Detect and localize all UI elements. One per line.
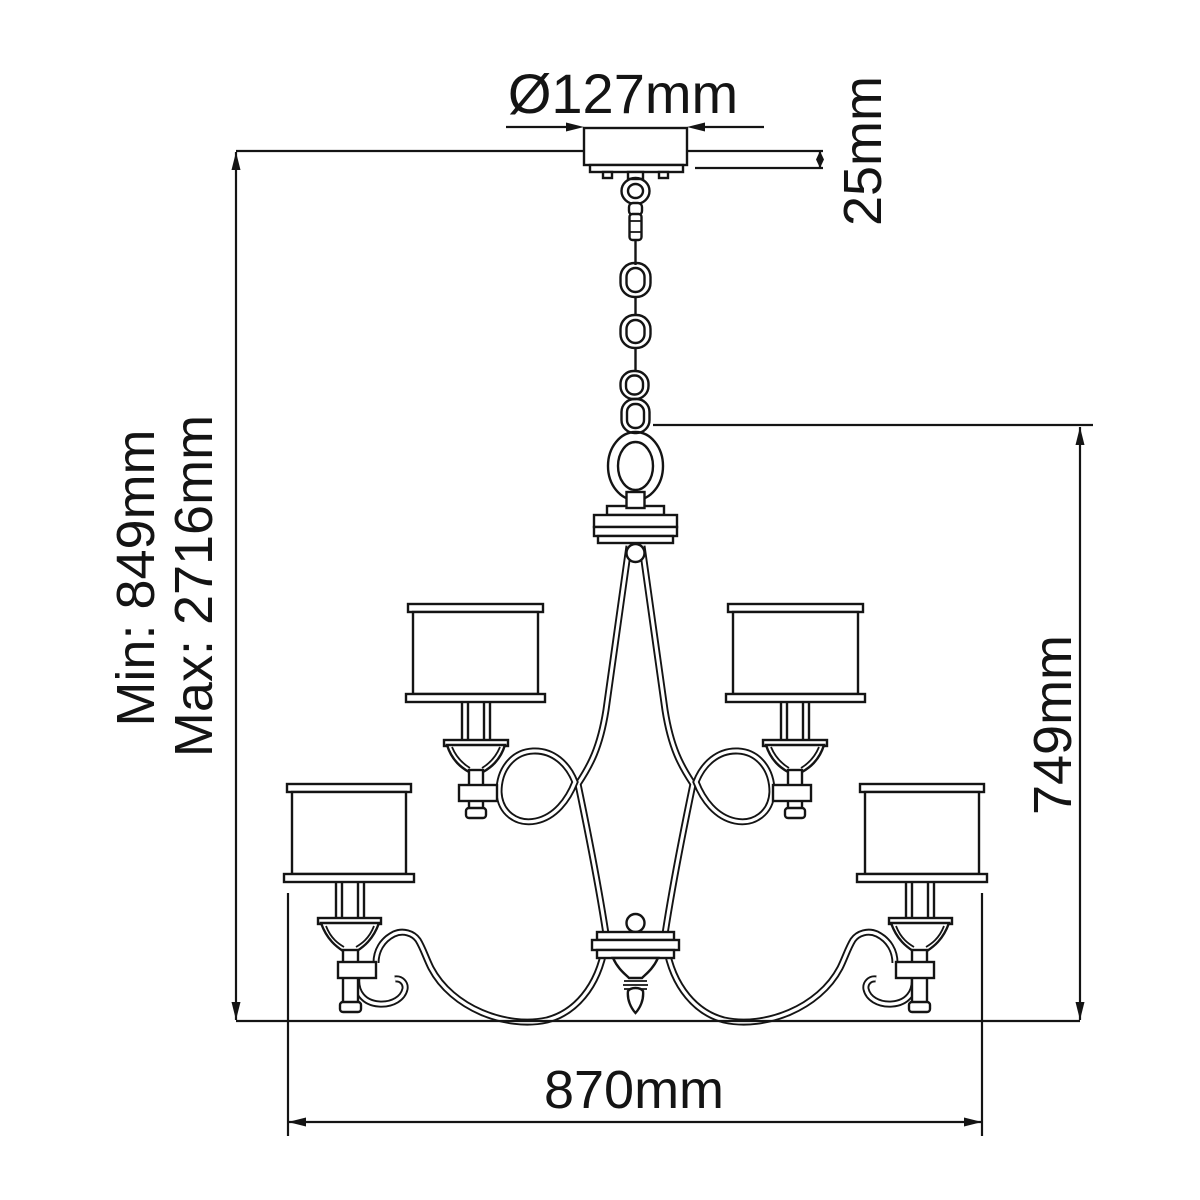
finial-neck bbox=[611, 956, 660, 980]
suspension bbox=[582, 126, 689, 510]
canopy-depth-dimension: 25mm bbox=[816, 76, 893, 226]
shade-top-rim bbox=[726, 602, 865, 614]
candle-trumpet bbox=[764, 743, 826, 774]
shade-bottom-rim bbox=[724, 692, 867, 704]
arrowhead-up-icon bbox=[1075, 427, 1085, 445]
arrowhead-up-icon bbox=[816, 151, 824, 160]
arrowhead-left-icon bbox=[288, 1117, 306, 1127]
shade-bottom-rim bbox=[404, 692, 547, 704]
shade-top-rim bbox=[406, 602, 545, 614]
overall-drop-dimension: Min: 849mm Max: 2716mm bbox=[106, 152, 241, 1020]
hub-disc-mid bbox=[590, 938, 681, 952]
canopy-tab-right bbox=[657, 170, 670, 180]
ceiling-canopy bbox=[582, 126, 689, 167]
cap-band-1 bbox=[592, 513, 679, 529]
stem-ball-bottom bbox=[625, 912, 646, 934]
body-height-label: 749mm bbox=[1023, 635, 1083, 815]
shade-body bbox=[290, 790, 408, 876]
shade-top-rim bbox=[858, 782, 986, 794]
candle-foot bbox=[783, 806, 807, 820]
chain-link-3-inner bbox=[624, 374, 645, 396]
shade-bottom-rim bbox=[855, 872, 989, 884]
body-width-label: 870mm bbox=[544, 1060, 724, 1120]
lower-right-light bbox=[855, 782, 989, 1014]
candle-foot bbox=[464, 806, 488, 820]
chandelier-drawing bbox=[282, 126, 989, 1024]
chain-link-1-inner bbox=[625, 266, 646, 294]
trumpet-inner-lines bbox=[451, 746, 501, 769]
cap-band-2 bbox=[592, 525, 679, 538]
upper-right-light bbox=[724, 602, 867, 820]
arm-clamp bbox=[771, 783, 813, 803]
upper-arm-left-inner bbox=[576, 544, 631, 936]
shade-top-rim bbox=[285, 782, 413, 794]
width-extension-lines bbox=[286, 893, 984, 1136]
arrowhead-down-icon bbox=[1075, 1002, 1085, 1020]
candle-trumpet bbox=[445, 743, 507, 774]
trumpet-inner-lines bbox=[770, 746, 820, 769]
arrowhead-right-icon bbox=[964, 1117, 982, 1127]
arrowhead-right-icon bbox=[566, 122, 584, 132]
body-height-dimension: 749mm bbox=[653, 423, 1093, 1020]
canopy-diameter-label: Ø127mm bbox=[508, 62, 738, 125]
shade-bottom-rim bbox=[282, 872, 416, 884]
cap-band-3 bbox=[596, 534, 675, 545]
arrowhead-left-icon bbox=[687, 122, 705, 132]
candle-foot bbox=[907, 1000, 932, 1014]
canopy-diameter-dimension: Ø127mm bbox=[506, 62, 764, 132]
ceiling-line bbox=[236, 149, 823, 170]
arm-clamp bbox=[336, 960, 378, 980]
arrowhead-up-icon bbox=[231, 152, 241, 170]
trumpet-inner-lines bbox=[895, 925, 945, 948]
shade-body bbox=[411, 610, 540, 696]
canopy-knot-ring-inner bbox=[626, 182, 645, 200]
candle-sleeve bbox=[904, 882, 936, 918]
loop-connector bbox=[625, 490, 646, 510]
trumpet-inner-lines bbox=[325, 925, 375, 948]
max-drop-label: Max: 2716mm bbox=[164, 415, 224, 757]
stem-ball-top bbox=[625, 542, 646, 564]
chain-link-4-inner bbox=[625, 402, 646, 430]
central-column bbox=[590, 504, 681, 1015]
hub-disc-top bbox=[595, 930, 676, 942]
candle-sleeve bbox=[460, 702, 492, 740]
canopy-tab-left bbox=[601, 170, 614, 180]
turnbuckle-bands bbox=[629, 220, 642, 233]
min-drop-label: Min: 849mm bbox=[106, 429, 166, 726]
turnbuckle bbox=[628, 212, 643, 242]
candle-sleeve bbox=[334, 882, 366, 918]
lower-arm-right-inner bbox=[664, 930, 897, 1024]
canopy-knot-ring bbox=[620, 176, 651, 206]
upper-arm-right-inner bbox=[640, 544, 695, 936]
candle-trumpet bbox=[319, 921, 381, 953]
candle-foot bbox=[338, 1000, 363, 1014]
lower-arm-left-inner bbox=[374, 930, 607, 1024]
arrowhead-down-icon bbox=[816, 159, 824, 168]
upper-left-light bbox=[404, 602, 547, 820]
decorative-loop-inner bbox=[616, 440, 655, 492]
shade-body bbox=[731, 610, 860, 696]
lower-left-light bbox=[282, 782, 416, 1014]
candle-trumpet bbox=[889, 921, 951, 953]
dimensions: Ø127mm 25mm Min: 849mm Max: 2716mm 749mm bbox=[106, 62, 1093, 1136]
body-width-dimension: 870mm bbox=[236, 893, 1080, 1136]
finial-drop bbox=[626, 986, 645, 1015]
arrowhead-down-icon bbox=[231, 1002, 241, 1020]
chain-link-2-inner bbox=[625, 318, 646, 345]
candle-sleeve bbox=[779, 702, 811, 740]
arm-clamp bbox=[894, 960, 936, 980]
arm-clamp bbox=[457, 783, 499, 803]
shade-body bbox=[863, 790, 981, 876]
canopy-depth-label: 25mm bbox=[833, 76, 893, 226]
